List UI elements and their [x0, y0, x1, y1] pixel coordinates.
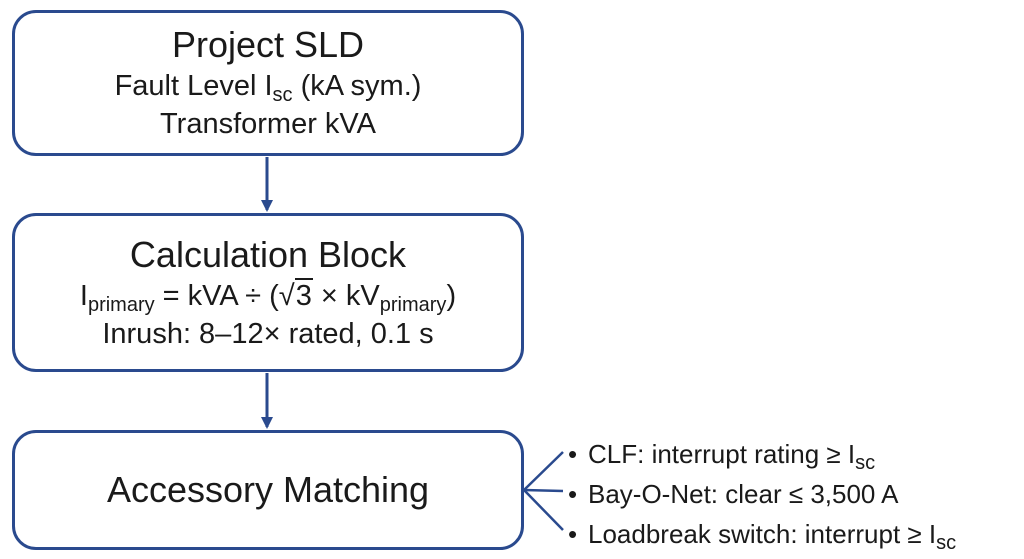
bullet-clf: • CLF: interrupt rating ≥ Isc: [568, 434, 1018, 474]
bullet-bay-o-net: • Bay-O-Net: clear ≤ 3,500 A: [568, 474, 1018, 514]
eq-times-kv: × kV: [312, 279, 380, 312]
branch-line-1: [523, 451, 564, 491]
node-project-sld: Project SLD Fault Level Isc (kA sym.) Tr…: [12, 10, 524, 156]
node-calculation-block: Calculation Block Iprimary = kVA ÷ (√3 ×…: [12, 213, 524, 372]
bullet-dot-icon: •: [568, 479, 578, 509]
eq-current-symbol: I: [79, 279, 88, 312]
transformer-kva-line: Transformer kVA: [160, 108, 376, 140]
fault-level-prefix: Fault Level I: [114, 70, 273, 102]
fault-level-sub: sc: [272, 84, 293, 106]
fault-level-suffix: (kA sym.): [292, 70, 422, 102]
bullet-text: CLF: interrupt rating ≥ I: [588, 439, 856, 469]
eq-close: ): [446, 279, 457, 312]
node-project-title: Project SLD: [171, 24, 365, 65]
node-accessory-title: Accessory Matching: [106, 469, 430, 510]
bullet-loadbreak-switch: • Loadbreak switch: interrupt ≥ Isc: [568, 514, 1018, 554]
bullet-text: Loadbreak switch: interrupt ≥ I: [588, 519, 937, 549]
eq-sqrt-argument: 3: [294, 277, 313, 312]
inrush-line: Inrush: 8–12× rated, 0.1 s: [102, 317, 434, 350]
bullet-dot-icon: •: [568, 519, 578, 549]
accessory-bullet-list: •CLF: interrupt rating ≥ Isc •Bay-O-Net:…: [568, 434, 1018, 554]
bullet-sub: sc: [855, 452, 876, 474]
primary-current-equation: Iprimary = kVA ÷ (√3 × kVprimary): [80, 277, 456, 315]
eq-middle: = kVA ÷ (: [154, 279, 279, 312]
branch-line-2: [523, 488, 564, 493]
bullet-text: Bay-O-Net: clear ≤ 3,500 A: [588, 479, 899, 509]
eq-kv-sub: primary: [379, 293, 447, 316]
branch-line-3: [523, 489, 564, 531]
node-calc-title: Calculation Block: [129, 233, 407, 275]
sqrt-icon: √: [278, 279, 295, 312]
bullet-sub: sc: [936, 532, 957, 554]
eq-current-sub: primary: [87, 293, 155, 316]
node-accessory-matching: Accessory Matching: [12, 430, 524, 550]
bullet-dot-icon: •: [568, 439, 578, 469]
fault-level-line: Fault Level Isc (kA sym.): [115, 67, 422, 105]
